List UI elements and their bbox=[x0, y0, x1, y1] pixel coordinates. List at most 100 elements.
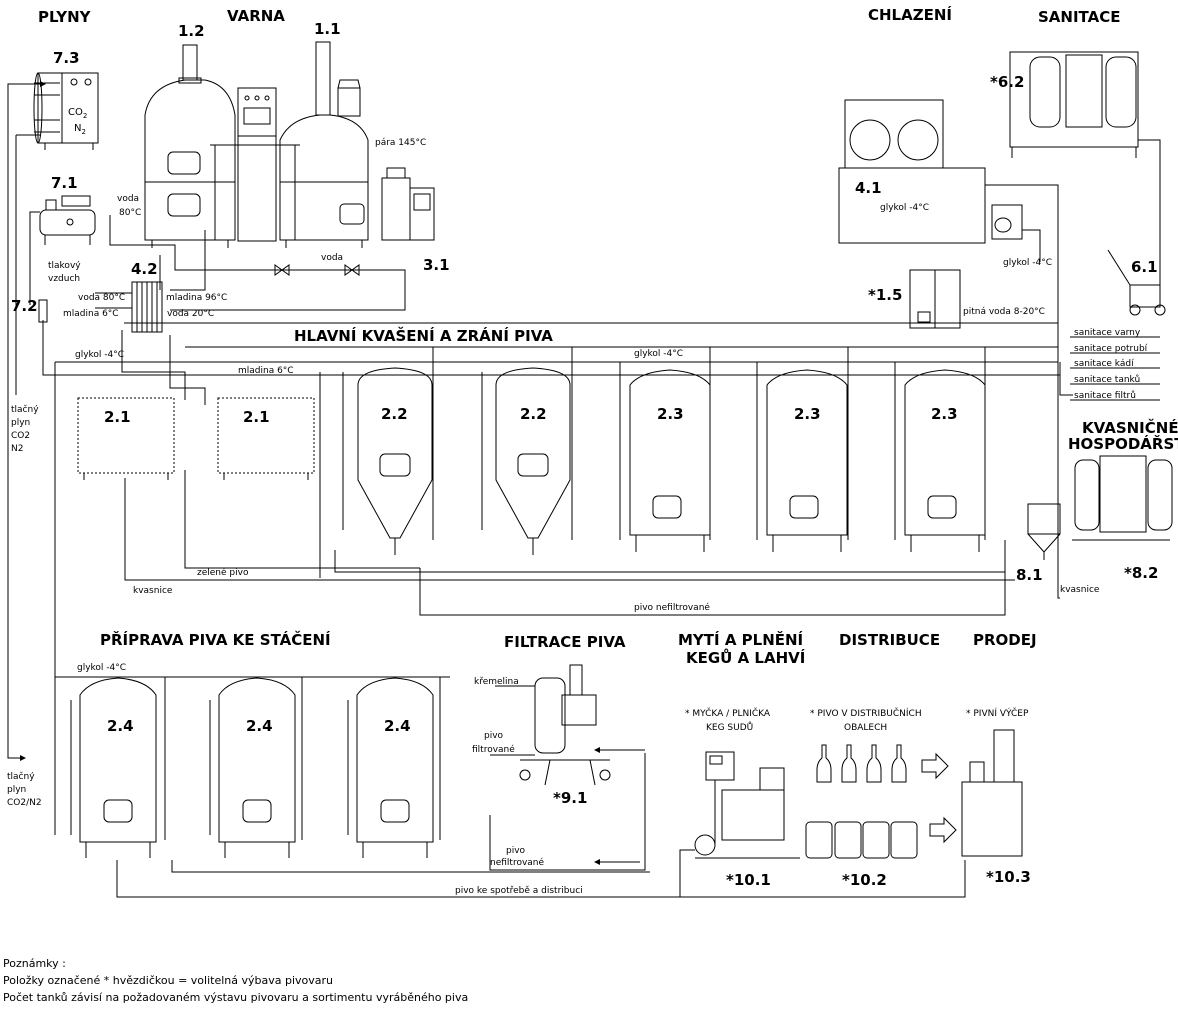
tank-2-2-a: 2.2 bbox=[381, 405, 408, 423]
item-8-2: *8.2 bbox=[1124, 564, 1158, 582]
section-chlazeni: CHLAZENÍ bbox=[868, 5, 952, 24]
section-myti-2: KEGŮ A LAHVÍ bbox=[686, 647, 806, 667]
section-varna: VARNA bbox=[227, 7, 285, 25]
compressor-7-1 bbox=[39, 195, 96, 245]
brewhouse-control-panel bbox=[210, 87, 300, 242]
item-1-1: 1.1 bbox=[314, 20, 341, 38]
open-fermenter-2-1-a bbox=[77, 397, 175, 480]
label-zelene-pivo: zelené pivo bbox=[197, 567, 249, 578]
label-pitna-voda: pitná voda 8-20°C bbox=[963, 307, 1045, 317]
label-n2: N2 bbox=[74, 123, 86, 136]
label-nefilt2-2: nefiltrované bbox=[490, 857, 544, 868]
sanitace-item: sanitace tanků bbox=[1074, 374, 1140, 385]
label-mladina6: mladina 6°C bbox=[63, 309, 119, 319]
tank-2-1-a: 2.1 bbox=[104, 408, 131, 426]
tank-2-2-b: 2.2 bbox=[520, 405, 547, 423]
sanitace-list-underlines bbox=[1070, 336, 1160, 401]
cip-trolley-6-1 bbox=[1107, 249, 1166, 316]
label-tlacny2-3: CO2/N2 bbox=[7, 798, 42, 808]
item-10-3: *10.3 bbox=[986, 868, 1031, 886]
label-tlacny1-4: N2 bbox=[11, 444, 23, 454]
label-glykol-d: glykol -4°C bbox=[880, 203, 929, 213]
chiller-4-1 bbox=[838, 99, 1023, 244]
label-obaly-2: OBALECH bbox=[844, 723, 887, 733]
bright-tank-2-4-c bbox=[356, 677, 434, 858]
item-4-1: 4.1 bbox=[855, 179, 882, 197]
section-prodej: PRODEJ bbox=[973, 631, 1037, 649]
tank-2-4-b: 2.4 bbox=[246, 717, 273, 735]
item-7-1: 7.1 bbox=[51, 174, 78, 192]
heat-exchanger-4-2 bbox=[131, 281, 163, 333]
label-tlacny1-3: CO2 bbox=[11, 431, 30, 441]
item-9-1: *9.1 bbox=[553, 789, 587, 807]
label-voda80c-1: voda bbox=[117, 194, 139, 204]
beer-tap-10-3 bbox=[961, 729, 1023, 857]
bright-tank-2-4-a bbox=[79, 677, 157, 858]
lager-tank-2-3-c bbox=[904, 369, 986, 552]
notes-title: Poznámky : bbox=[3, 957, 66, 970]
label-tlakovy-1: tlakový bbox=[48, 261, 81, 271]
steam-generator-3-1 bbox=[381, 167, 435, 241]
label-filtrovane-2: filtrované bbox=[472, 744, 515, 755]
keg-washer-10-1 bbox=[694, 751, 800, 859]
label-kremelina: křemelina bbox=[474, 677, 519, 687]
item-6-1: 6.1 bbox=[1131, 258, 1158, 276]
yeast-station-8-2 bbox=[1072, 455, 1173, 541]
section-plyny: PLYNY bbox=[38, 8, 92, 26]
sanitace-list: sanitace varny sanitace potrubí sanitace… bbox=[1074, 328, 1148, 401]
item-7-3: 7.3 bbox=[53, 49, 80, 67]
label-para: pára 145°C bbox=[375, 138, 426, 148]
pipe-network bbox=[7, 83, 1161, 898]
tank-2-1-b: 2.1 bbox=[243, 408, 270, 426]
label-glykol-c: glykol -4°C bbox=[1003, 258, 1052, 268]
yeast-tank-8-1 bbox=[1027, 503, 1061, 560]
kegs-10-2 bbox=[805, 816, 957, 859]
label-kvasnice-b: kvasnice bbox=[1060, 585, 1100, 595]
label-glykol-b: glykol -4°C bbox=[634, 349, 683, 359]
brewhouse-tun-1-1 bbox=[279, 41, 369, 248]
label-tlakovy-2: vzduch bbox=[48, 274, 80, 284]
label-tlacny2-1: tlačný bbox=[7, 771, 35, 782]
sanitace-item: sanitace potrubí bbox=[1074, 344, 1148, 354]
item-10-2: *10.2 bbox=[842, 871, 887, 889]
label-vycep: * PIVNÍ VÝČEP bbox=[966, 707, 1029, 719]
cct-tank-2-2-a bbox=[357, 367, 433, 555]
sanitace-item: sanitace kádí bbox=[1074, 359, 1134, 369]
gas-cylinder-7-3 bbox=[33, 72, 99, 150]
label-tlacny1-2: plyn bbox=[11, 418, 30, 428]
section-myti-1: MYTÍ A PLNĚNÍ bbox=[678, 630, 804, 649]
tank-2-4-c: 2.4 bbox=[384, 717, 411, 735]
section-priprava: PŘÍPRAVA PIVA KE STÁČENÍ bbox=[100, 630, 331, 649]
tank-2-3-a: 2.3 bbox=[657, 405, 684, 423]
tank-2-3-c: 2.3 bbox=[931, 405, 958, 423]
bottles-10-2 bbox=[816, 744, 949, 783]
label-pivo-nefiltrovane: pivo nefiltrované bbox=[634, 602, 710, 613]
label-kvasnice-a: kvasnice bbox=[133, 586, 173, 596]
lager-tank-2-3-b bbox=[766, 369, 848, 552]
item-6-2: *6.2 bbox=[990, 73, 1024, 91]
notes: Poznámky : Položky označené * hvězdičkou… bbox=[3, 955, 468, 1006]
item-3-1: 3.1 bbox=[423, 256, 450, 274]
label-mycka-2: KEG SUDŮ bbox=[706, 721, 753, 733]
water-cooler-1-5 bbox=[909, 269, 961, 329]
item-1-2: 1.2 bbox=[178, 22, 205, 40]
sanitace-item: sanitace varny bbox=[1074, 328, 1141, 338]
item-4-2: 4.2 bbox=[131, 260, 158, 278]
lager-tank-2-3-a bbox=[629, 369, 711, 552]
label-tlacny1-1: tlačný bbox=[11, 404, 39, 415]
item-7-2: 7.2 bbox=[11, 297, 38, 315]
section-hlavni-kvaseni: HLAVNÍ KVAŠENÍ A ZRÁNÍ PIVA bbox=[294, 326, 553, 345]
label-glykol-a: glykol -4°C bbox=[75, 350, 124, 360]
label-mycka-1: * MYČKA / PLNIČKA bbox=[685, 707, 771, 719]
label-spotreba: pivo ke spotřebě a distribuci bbox=[455, 886, 583, 896]
label-nefilt2-1: pivo bbox=[506, 846, 526, 856]
brewhouse-kettle-1-2 bbox=[144, 44, 236, 248]
bright-tank-2-4-b bbox=[218, 677, 296, 858]
section-filtrace: FILTRACE PIVA bbox=[504, 633, 626, 651]
filter-9-1 bbox=[519, 664, 611, 786]
notes-line: Počet tanků závisí na požadovaném výstav… bbox=[3, 991, 469, 1004]
label-filtrovane-1: pivo bbox=[484, 731, 504, 741]
section-sanitace: SANITACE bbox=[1038, 8, 1120, 26]
cip-station-6-2 bbox=[1009, 51, 1139, 158]
sanitace-item: sanitace filtrů bbox=[1074, 390, 1136, 401]
